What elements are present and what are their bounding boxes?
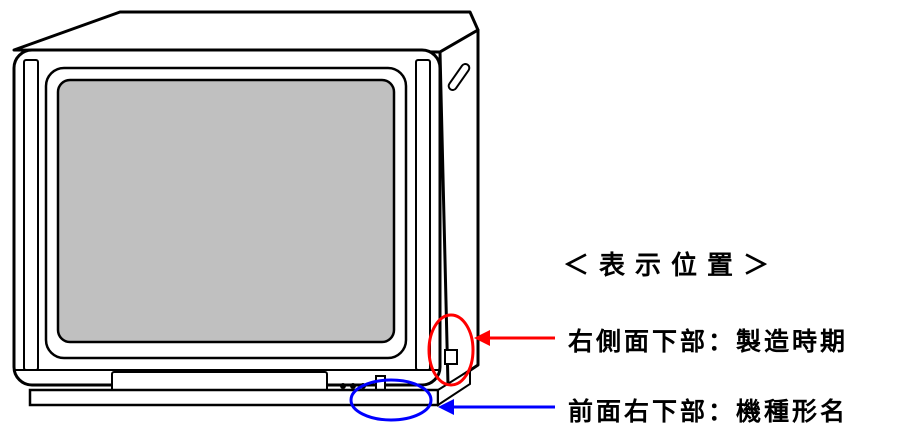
- side-callout-content: 製造時期: [736, 327, 849, 356]
- side-callout-separator: ：: [708, 327, 737, 356]
- tv-base: [28, 388, 440, 407]
- side-callout-label: 右側面下部：製造時期: [568, 322, 848, 358]
- screen: [56, 78, 396, 344]
- tv-cabinet-side: [438, 28, 480, 387]
- control-button-1: [340, 383, 346, 389]
- front-pointer-arrow-head: [438, 399, 454, 415]
- front-callout-location: 前面右下部: [568, 397, 709, 426]
- front-highlight-circle: [349, 378, 433, 422]
- front-callout-label: 前面右下部：機種形名: [568, 392, 848, 428]
- control-button-2: [350, 383, 356, 389]
- front-callout-content: 機種形名: [736, 397, 849, 426]
- tv-cabinet-top: [12, 10, 480, 54]
- side-highlight-circle: [427, 313, 475, 387]
- side-callout-location: 右側面下部: [568, 327, 709, 356]
- side-vent-slot: [447, 62, 471, 92]
- side-pointer-arrow-head: [474, 330, 490, 346]
- side-label-plate: [444, 349, 458, 365]
- front-callout-separator: ：: [708, 397, 737, 426]
- legend-title: ＜表示位置＞: [563, 251, 780, 281]
